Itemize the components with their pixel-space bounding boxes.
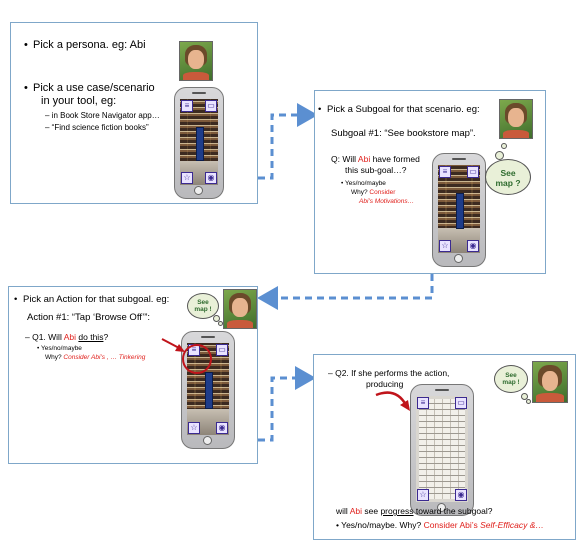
browse-off-icon: ≡ — [181, 100, 193, 112]
q2-question-cont: producing — [366, 379, 404, 389]
consider-label: Consider Abi’s — [423, 520, 481, 530]
camera-icon: ◉ — [205, 172, 217, 184]
q2-question: – Q2. If she performs the action, — [328, 368, 450, 378]
persona-abi-photo — [223, 289, 257, 329]
why-consider: Why? Consider — [351, 189, 395, 196]
why-label: Why? — [45, 354, 64, 361]
arrow-slide3-to-slide4 — [258, 366, 316, 442]
progress-text-end: toward the subgoal? — [413, 506, 493, 516]
slide-pick-subgoal: Pick a Subgoal for that scenario. eg: Su… — [314, 90, 546, 274]
slide-pick-action: Pick an Action for that subgoal. eg: Act… — [8, 286, 258, 464]
star-icon: ☆ — [188, 422, 200, 434]
thought-bubble-dot — [526, 399, 531, 404]
persona-abi-photo — [179, 41, 213, 81]
slide-pick-persona: Pick a persona. eg: Abi Pick a use case/… — [10, 22, 258, 204]
thought-bubble-dot — [501, 143, 507, 149]
why-label: Why? — [351, 189, 370, 196]
q1-underlined: do this — [78, 332, 104, 342]
thought-bubble-see-map: See map ? — [485, 159, 531, 195]
progress-underlined: progress — [380, 506, 414, 516]
subgoal-title: Subgoal #1: “See bookstore map”. — [331, 128, 476, 139]
phone-mockup: ≡ ▭ ☆ ◉ — [174, 87, 224, 199]
progress-question: will Abi see progress toward the subgoal… — [336, 506, 493, 517]
camera-icon: ◉ — [467, 240, 479, 252]
persona-abi-photo — [532, 361, 568, 403]
bookstore-camera-view: ≡ ▭ ☆ ◉ — [180, 99, 218, 185]
bullet-pick-action: Pick an Action for that subgoal. eg: — [14, 294, 169, 306]
bookstore-camera-view: ≡ ▭ ☆ ◉ — [438, 165, 480, 253]
persona-abi-photo — [499, 99, 533, 139]
persona-name: Abi — [63, 332, 77, 342]
phone-mockup: ≡ ▭ ☆ ◉ — [432, 153, 486, 267]
example-app: – in Book Store Navigator app… — [45, 111, 160, 120]
star-icon: ☆ — [417, 489, 429, 501]
answer-options: • Yes/no/maybe — [37, 345, 82, 352]
curved-pointer-arrow — [375, 391, 410, 411]
thought-bubble-dot — [218, 321, 223, 326]
menu-icon: ▭ — [216, 344, 228, 356]
star-icon: ☆ — [181, 172, 193, 184]
answer-options: • Yes/no/maybe — [341, 180, 386, 187]
action-title: Action #1: “Tap ‘Browse Off’”: — [27, 312, 151, 323]
consider-label: Consider Abi’s , … Tinkering — [63, 354, 146, 361]
bullet-pick-use-case: Pick a use case/scenario — [24, 82, 155, 95]
star-icon: ☆ — [439, 240, 451, 252]
camera-icon: ◉ — [455, 489, 467, 501]
why-consider: Why? Consider Abi’s , … Tinkering — [45, 354, 145, 361]
persona-name: Abi — [357, 154, 371, 164]
example-task: – “Find science fiction books” — [45, 123, 149, 132]
browse-off-icon: ≡ — [439, 166, 451, 178]
browse-off-icon: ≡ — [417, 397, 429, 409]
q1-question: – Q1. Will Abi do this? — [25, 332, 109, 343]
menu-icon: ▭ — [205, 100, 217, 112]
q-formed-subgoal: Q: Will Abi have formed — [331, 154, 420, 165]
bullet-pick-subgoal: Pick a Subgoal for that scenario. eg: — [318, 104, 480, 116]
q-text: Q: Will — [331, 154, 358, 164]
bullet-pick-persona: Pick a persona. eg: Abi — [24, 39, 145, 52]
thought-bubble-dot — [521, 393, 528, 400]
camera-icon: ◉ — [216, 422, 228, 434]
menu-icon: ▭ — [467, 166, 479, 178]
self-efficacy-label: Self-Efficacy &… — [480, 520, 544, 530]
progress-text: will — [336, 506, 350, 516]
answer-options-why: • Yes/no/maybe. Why? Consider Abi’s Self… — [336, 520, 544, 531]
progress-text-mid: see — [362, 506, 381, 516]
q1-text: – Q1. Will — [25, 332, 64, 342]
bullet-pick-use-case-cont: in your tool, eg: — [41, 95, 117, 107]
arrow-slide2-to-slide3 — [257, 274, 434, 310]
phone-mockup: ≡ ▭ ☆ ◉ — [410, 384, 474, 516]
bookstore-map-view: ≡ ▭ ☆ ◉ — [416, 396, 468, 502]
slide-action-progress: – Q2. If she performs the action, produc… — [313, 354, 576, 540]
thought-bubble-see-map: See map ! — [187, 293, 219, 319]
motivations-label: Abi’s Motivations… — [359, 198, 415, 205]
q1-end: ? — [103, 332, 109, 342]
menu-icon: ▭ — [455, 397, 467, 409]
thought-bubble-dot — [213, 315, 220, 322]
persona-name: Abi — [349, 506, 362, 516]
q-text-end: have formed — [370, 154, 420, 164]
consider-label: Consider — [369, 189, 396, 196]
q-formed-subgoal-cont: this sub-goal…? — [345, 165, 407, 175]
thought-bubble-see-map: See map ! — [494, 365, 528, 393]
highlight-circle-and-arrow — [161, 338, 212, 374]
arrow-slide1-to-slide2 — [258, 103, 318, 180]
answer-options: • Yes/no/maybe. Why? — [336, 520, 424, 530]
